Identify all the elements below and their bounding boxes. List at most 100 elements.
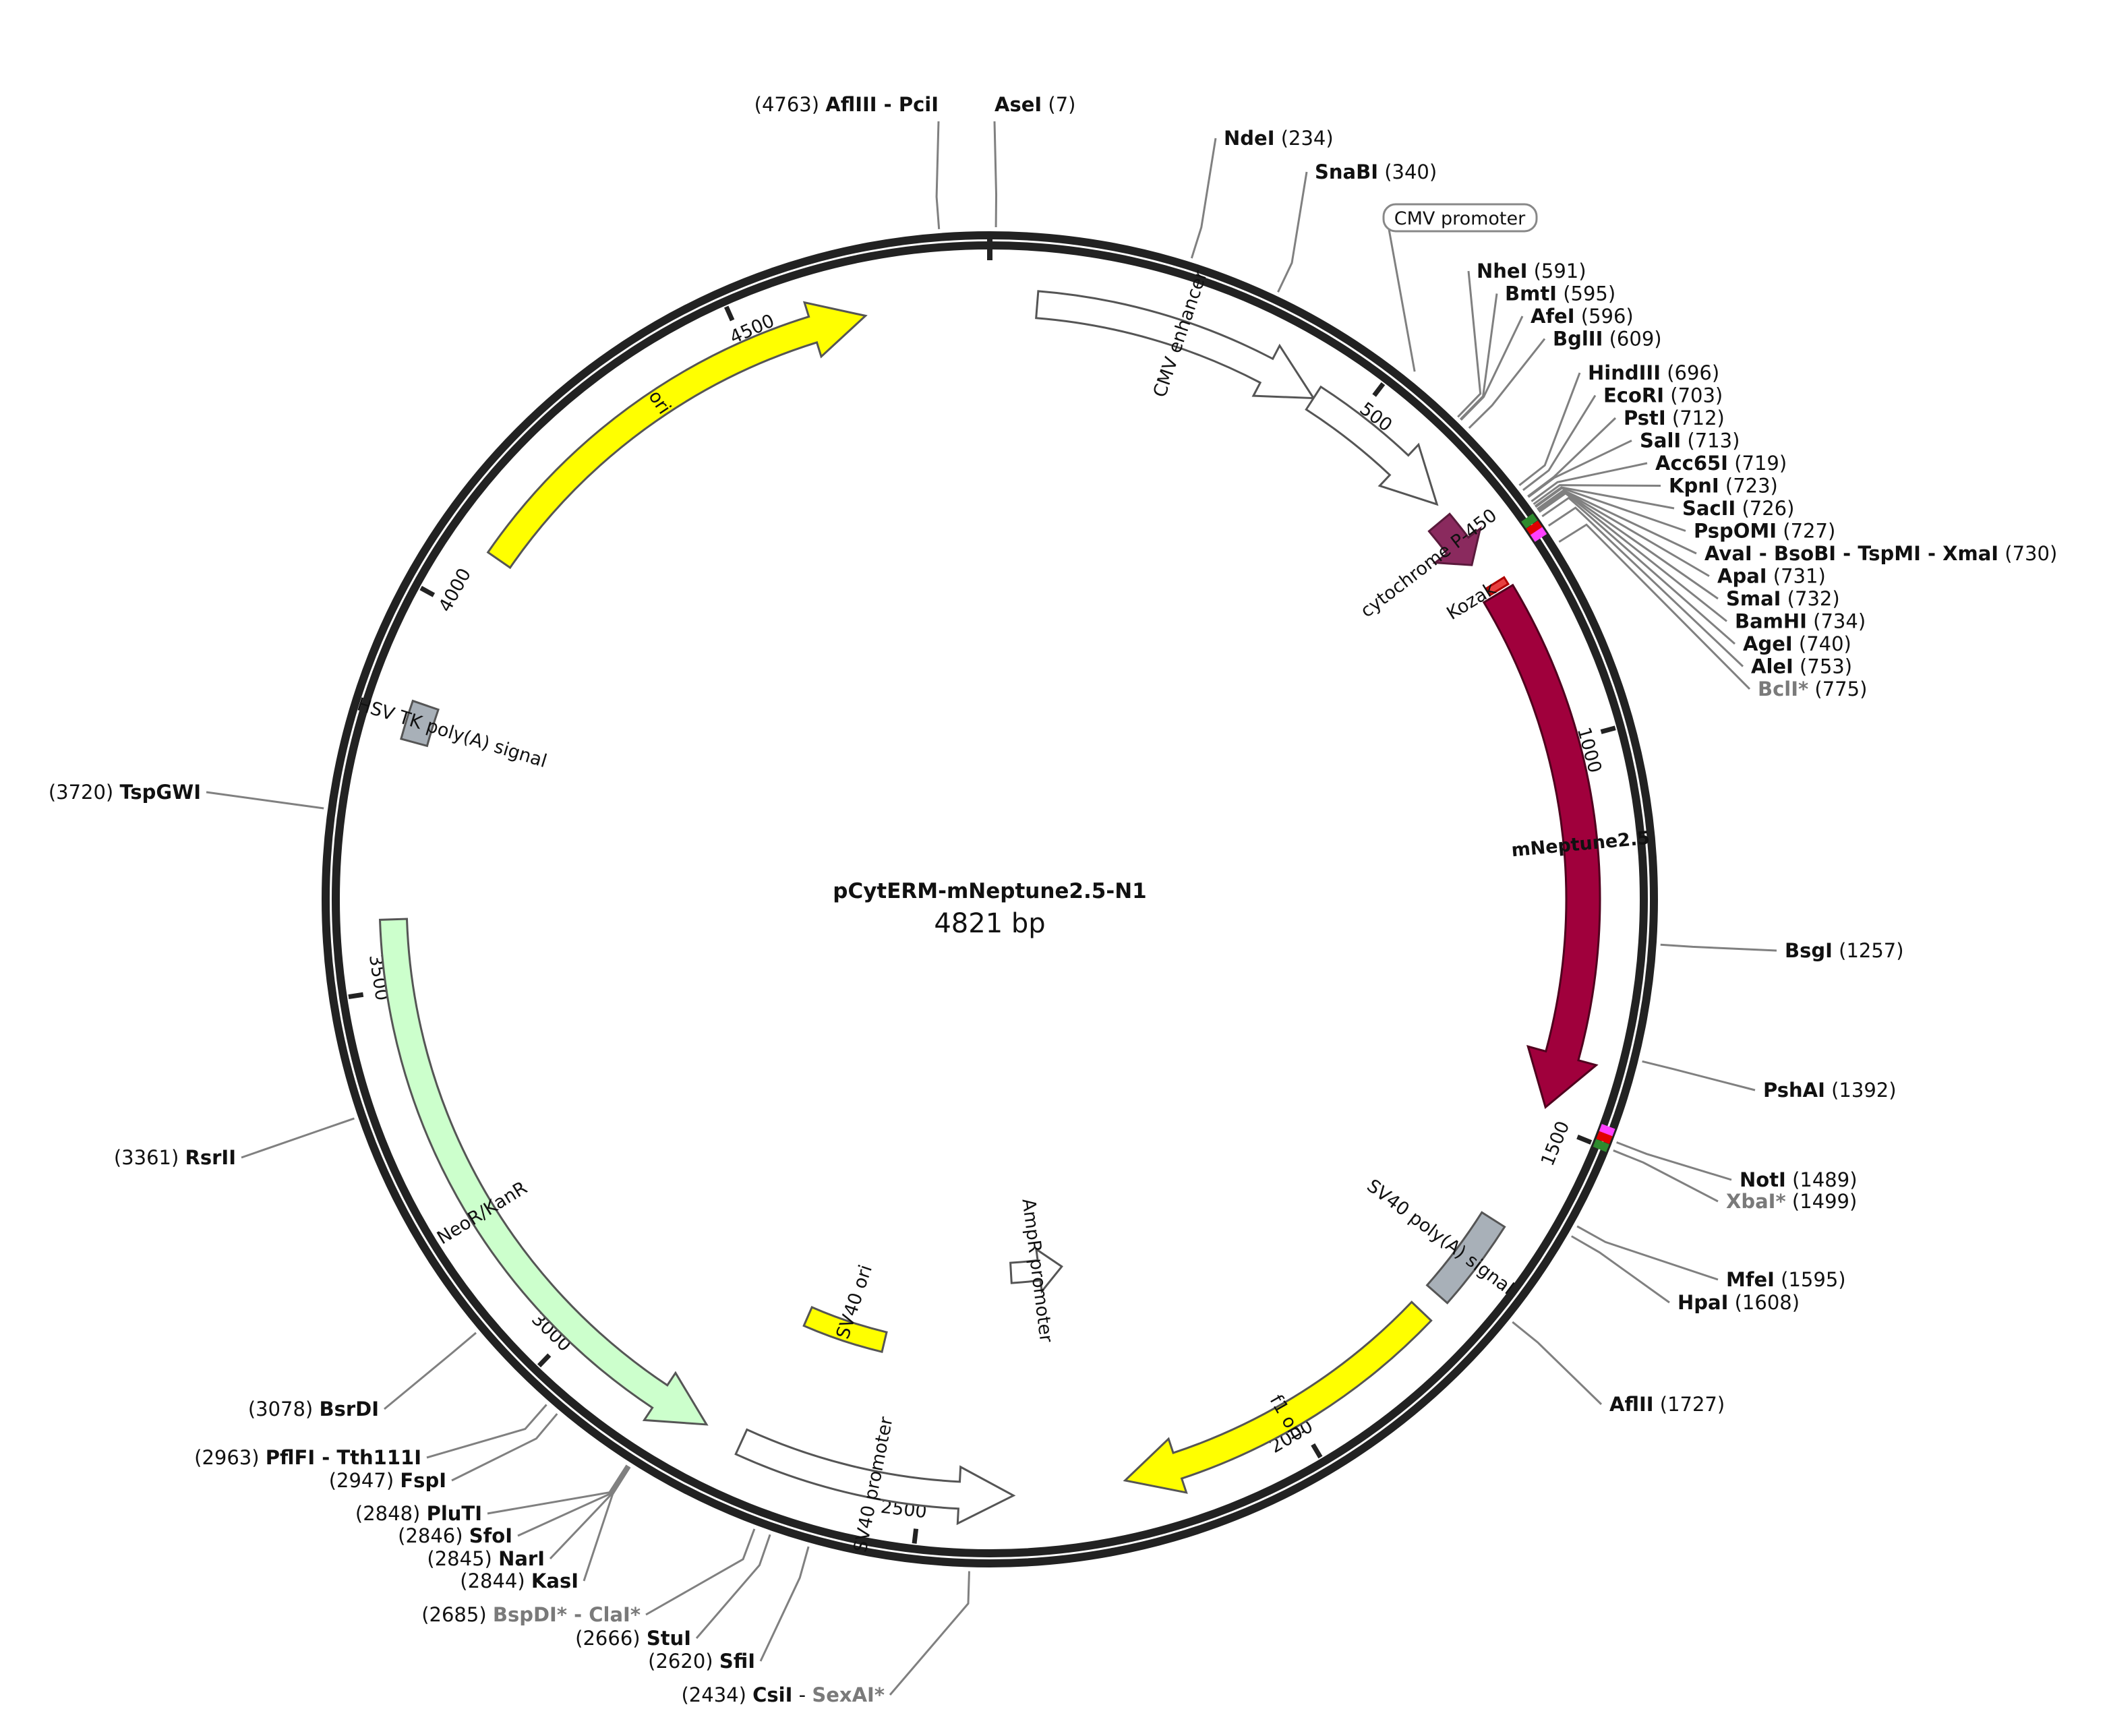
restriction-site-label: XbaI* (1499)	[1726, 1190, 1857, 1213]
restriction-site-label: HindIII (696)	[1588, 361, 1719, 384]
site-leader-line	[695, 1534, 771, 1639]
restriction-site-label: BclI* (775)	[1758, 678, 1867, 700]
site-leader-line	[1512, 1321, 1603, 1406]
restriction-site-label: PshAI (1392)	[1763, 1079, 1897, 1102]
site-color-mark	[1599, 1124, 1615, 1137]
tick-mark	[1576, 1135, 1593, 1145]
site-leader-line	[1459, 293, 1498, 421]
restriction-site-label: KpnI (723)	[1669, 475, 1778, 498]
restriction-site-label: BamHI (734)	[1735, 610, 1866, 633]
restriction-site-label: BglII (609)	[1553, 328, 1662, 351]
restriction-site-label: EcoRI (703)	[1603, 384, 1723, 407]
restriction-site-label: (2947) FspI	[329, 1469, 446, 1492]
tick-mark	[348, 992, 364, 1000]
site-color-mark	[1593, 1139, 1609, 1152]
cmv-promoter-label: CMV promoter	[1394, 208, 1526, 229]
feature-f1-ori	[1123, 1300, 1433, 1494]
restriction-site-label: AvaI - BsoBI - TspMI - XmaI (730)	[1704, 542, 2057, 565]
feature-mneptune	[1482, 583, 1601, 1110]
site-leader-line	[1541, 496, 1735, 645]
restriction-site-label: (2666) StuI	[575, 1627, 691, 1650]
restriction-site-label: MfeI (1595)	[1726, 1268, 1846, 1291]
site-leader-line	[426, 1404, 547, 1459]
restriction-site-label: AfeI (596)	[1531, 305, 1634, 328]
site-leader-line	[1277, 171, 1308, 293]
site-color-mark	[1526, 520, 1543, 536]
restriction-site-label: NdeI (234)	[1224, 127, 1334, 150]
site-leader-line	[1518, 372, 1581, 486]
site-color-mark	[1530, 527, 1547, 542]
feature-hsv-tk-polya	[400, 699, 440, 748]
tick-mark	[419, 586, 436, 597]
site-leader-line	[1457, 270, 1482, 418]
restriction-site-label: AseI (7)	[995, 93, 1075, 116]
site-leader-line	[1535, 487, 1686, 532]
feature-sv40-polya	[1425, 1211, 1506, 1305]
site-leader-line	[1531, 462, 1648, 502]
site-leader-line	[583, 1466, 631, 1582]
restriction-site-label: PspOMI (727)	[1694, 520, 1835, 543]
site-leader-line	[645, 1528, 756, 1616]
site-leader-line	[889, 1571, 970, 1696]
restriction-site-label: AflII (1727)	[1609, 1393, 1725, 1416]
feature-kozak	[1485, 576, 1510, 596]
site-leader-line	[1527, 440, 1632, 498]
feature-sv40-promoter	[734, 1428, 1016, 1526]
restriction-site-label: (3361) RsrII	[114, 1146, 236, 1169]
restriction-site-label: SmaI (732)	[1726, 587, 1840, 610]
restriction-site-label: AgeI (740)	[1743, 632, 1851, 655]
restriction-site-label: (2846) SfoI	[398, 1524, 512, 1547]
tick-mark	[1311, 1443, 1323, 1459]
tick-mark	[537, 1353, 552, 1368]
feature-ori	[486, 301, 868, 570]
site-color-mark	[1521, 513, 1538, 529]
restriction-site-label: (2848) PluTI	[355, 1502, 482, 1525]
tick-mark	[723, 305, 735, 322]
restriction-site-label: (2845) NarI	[427, 1547, 545, 1570]
restriction-site-label: (2620) SfiI	[648, 1650, 755, 1673]
restriction-site-label: (2434) CsiI - SexAI*	[681, 1683, 885, 1706]
site-leader-line	[1642, 1060, 1756, 1091]
restriction-site-label: AleI (753)	[1751, 655, 1852, 678]
site-leader-line	[1613, 1149, 1719, 1203]
restriction-site-label: (3078) BsrDI	[248, 1398, 379, 1420]
site-leader-line	[1522, 394, 1597, 491]
site-leader-line	[1468, 338, 1546, 429]
site-leader-line	[384, 1331, 477, 1410]
site-leader-line	[993, 121, 998, 228]
feature-ampr-promoter	[1009, 1247, 1063, 1294]
cmv-promoter-label-box	[1382, 203, 1538, 233]
tick-label: 1500	[1537, 1118, 1574, 1169]
feature-neor-kanr	[378, 918, 709, 1426]
site-leader-line	[1571, 1235, 1670, 1304]
feature-sv40-ori	[802, 1306, 888, 1354]
site-leader-line	[1533, 484, 1661, 506]
restriction-site-label: NheI (591)	[1477, 260, 1586, 282]
restriction-site-label: SnaBI (340)	[1315, 160, 1437, 183]
site-leader-line	[1538, 491, 1727, 622]
restriction-site-label: SacII (726)	[1682, 497, 1794, 520]
site-leader-line	[241, 1117, 355, 1159]
restriction-site-label: (2685) BspDI* - ClaI*	[421, 1603, 641, 1626]
tick-mark	[1372, 382, 1386, 397]
site-leader-line	[1547, 506, 1744, 667]
restriction-site-label: BmtI (595)	[1505, 282, 1615, 305]
restriction-site-label: Acc65I (719)	[1655, 452, 1787, 475]
site-leader-line	[1537, 490, 1719, 600]
site-leader-line	[1190, 138, 1217, 259]
site-leader-line	[759, 1546, 810, 1662]
cmv-promoter-leader	[1388, 229, 1416, 372]
feature-label-hsv-tk-polya: HSV TK poly(A) signal	[355, 694, 550, 772]
site-leader-line	[517, 1465, 630, 1537]
restriction-site-label: HpaI (1608)	[1678, 1291, 1800, 1314]
site-leader-line	[935, 121, 941, 229]
site-leader-line	[1460, 316, 1524, 421]
site-color-mark	[1596, 1131, 1613, 1144]
restriction-site-label: SalI (713)	[1640, 429, 1740, 452]
restriction-site-label: (2844) KasI	[460, 1569, 578, 1592]
site-leader-line	[451, 1413, 558, 1482]
feature-cmv-promoter-arrow	[1305, 385, 1439, 506]
restriction-site-label: ApaI (731)	[1717, 565, 1826, 588]
